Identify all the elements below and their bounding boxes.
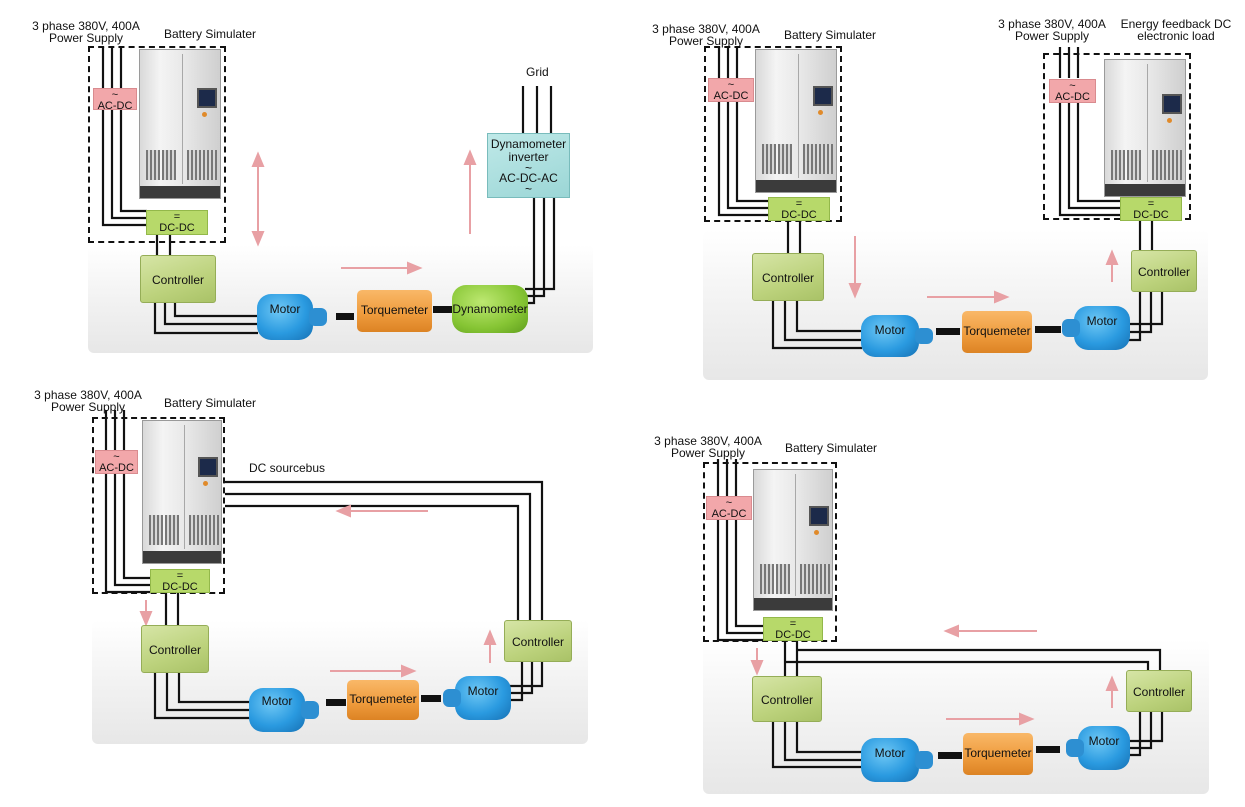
coupling <box>433 306 455 313</box>
motor-icon: Motor <box>1066 726 1130 770</box>
torquemeter-icon: Torquemeter <box>357 290 432 332</box>
battery-simulator-label: Battery Simulater <box>785 441 878 455</box>
battery-simulator-box <box>92 417 225 594</box>
ac-dc-converter: ~AC-DC <box>706 496 752 520</box>
dc-dc-converter: =DC-DC <box>763 617 823 641</box>
dynamometer-inverter: Dynamometer inverter ~ AC-DC-AC ~ <box>487 133 570 198</box>
ac-dc-converter: ~AC-DC <box>93 88 137 112</box>
battery-simulator-box <box>704 46 842 222</box>
motor-icon: Motor <box>249 688 319 732</box>
motor-icon: Motor <box>861 315 933 357</box>
ac-dc-converter: ~AC-DC <box>95 450 138 474</box>
ac-dc-converter: ~AC-DC <box>1049 79 1096 103</box>
coupling <box>421 695 441 702</box>
coupling <box>936 328 960 335</box>
controller: Controller <box>1131 250 1197 292</box>
controller: Controller <box>504 620 572 662</box>
coupling <box>938 752 962 759</box>
battery-simulator-label: Battery Simulater <box>164 27 257 41</box>
controller: Controller <box>140 255 216 303</box>
battery-simulator-label: Battery Simulater <box>164 396 257 410</box>
coupling <box>1036 746 1060 753</box>
battery-simulator-box <box>88 46 226 243</box>
dc-dc-converter: =DC-DC <box>1120 197 1182 221</box>
battery-simulator-box <box>703 462 837 642</box>
controller: Controller <box>1126 670 1192 712</box>
torquemeter-icon: Torquemeter <box>963 733 1033 775</box>
dc-dc-converter: =DC-DC <box>146 210 208 235</box>
motor-icon: Motor <box>1062 306 1130 350</box>
coupling <box>336 313 354 320</box>
grid-label: Grid <box>526 65 549 79</box>
dc-load-box <box>1043 53 1191 220</box>
dc-electronic-load-cabinet-icon <box>1104 59 1186 197</box>
motor-icon: Motor <box>861 738 933 782</box>
dc-sourcebus-label: DC sourcebus <box>249 461 326 475</box>
torquemeter-icon: Torquemeter <box>962 311 1032 353</box>
motor-icon: Motor <box>443 676 511 720</box>
coupling <box>1035 326 1061 333</box>
torquemeter-icon: Torquemeter <box>347 680 419 720</box>
dc-dc-converter: =DC-DC <box>150 569 210 593</box>
dynamometer-icon: Dynamometer <box>452 285 528 333</box>
controller: Controller <box>752 253 824 301</box>
battery-simulator-cabinet-icon <box>139 49 221 199</box>
ac-dc-converter: ~AC-DC <box>708 78 754 102</box>
controller: Controller <box>141 625 209 673</box>
motor-icon: Motor <box>257 294 327 340</box>
battery-simulator-label: Battery Simulater <box>784 28 877 42</box>
battery-simulator-cabinet-icon <box>753 469 833 611</box>
battery-simulator-cabinet-icon <box>755 49 837 193</box>
battery-simulator-cabinet-icon <box>142 420 222 564</box>
controller: Controller <box>752 676 822 722</box>
coupling <box>326 699 346 706</box>
dc-dc-converter: =DC-DC <box>768 197 830 221</box>
